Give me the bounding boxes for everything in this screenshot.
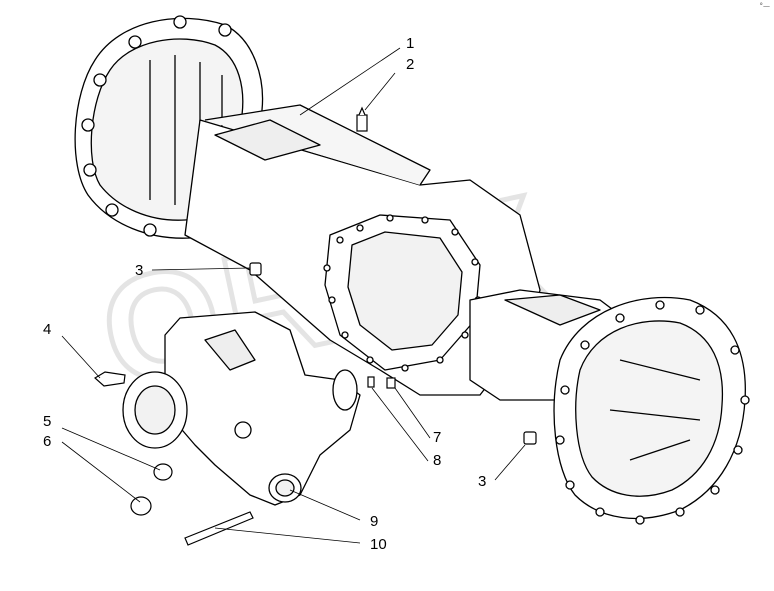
- callout-6: 6: [43, 433, 52, 450]
- callout-2: 2: [406, 56, 415, 73]
- callout-9: 9: [370, 513, 379, 530]
- seal-6: [130, 496, 152, 516]
- callout-3-upper: 3: [135, 262, 144, 279]
- callout-3-right: 3: [478, 473, 487, 490]
- plug-5: [153, 463, 173, 481]
- bolt-4: [93, 371, 126, 387]
- callout-1: 1: [406, 35, 415, 52]
- pin-7: [367, 376, 375, 388]
- plug-3-upper: [249, 262, 262, 276]
- breather-valve: [356, 106, 368, 132]
- differential-carrier: [122, 311, 361, 506]
- callout-5: 5: [43, 413, 52, 430]
- leader-lines: [61, 47, 526, 544]
- plug-3-right: [523, 431, 537, 445]
- pin-8: [386, 377, 396, 389]
- callout-8: 8: [433, 452, 442, 469]
- callout-10: 10: [370, 536, 387, 553]
- callout-4: 4: [43, 321, 52, 338]
- callout-7: 7: [433, 429, 442, 446]
- axle-housing: [74, 15, 750, 525]
- corner-mark: °—: [759, 2, 771, 10]
